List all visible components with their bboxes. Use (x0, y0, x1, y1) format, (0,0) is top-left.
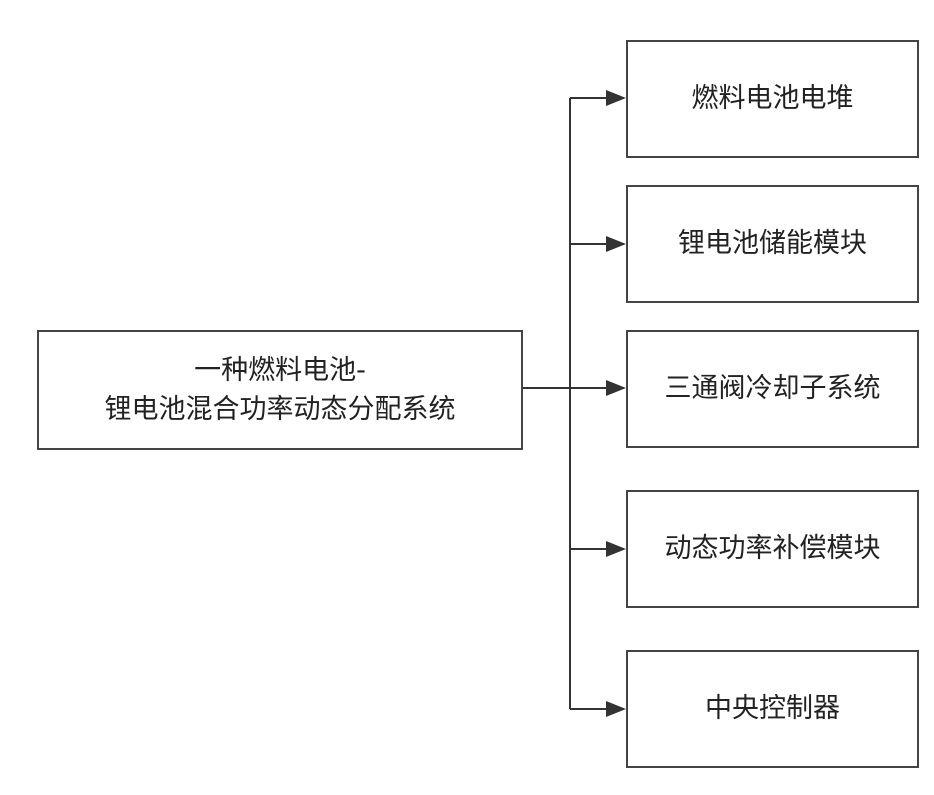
box-label: 锂电池储能模块 (678, 224, 867, 263)
power-compensation-box: 动态功率补偿模块 (626, 490, 919, 608)
root-system-box: 一种燃料电池- 锂电池混合功率动态分配系统 (37, 330, 523, 450)
box-label: 燃料电池电堆 (692, 79, 854, 118)
box-label: 动态功率补偿模块 (665, 529, 881, 568)
root-title-line2: 锂电池混合功率动态分配系统 (105, 390, 456, 429)
lithium-storage-box: 锂电池储能模块 (626, 185, 919, 303)
cooling-subsystem-box: 三通阀冷却子系统 (626, 330, 919, 448)
root-title-line1: 一种燃料电池- (194, 351, 366, 390)
box-label: 三通阀冷却子系统 (665, 369, 881, 408)
fuel-cell-stack-box: 燃料电池电堆 (626, 40, 919, 158)
central-controller-box: 中央控制器 (626, 650, 919, 768)
box-label: 中央控制器 (705, 689, 840, 728)
